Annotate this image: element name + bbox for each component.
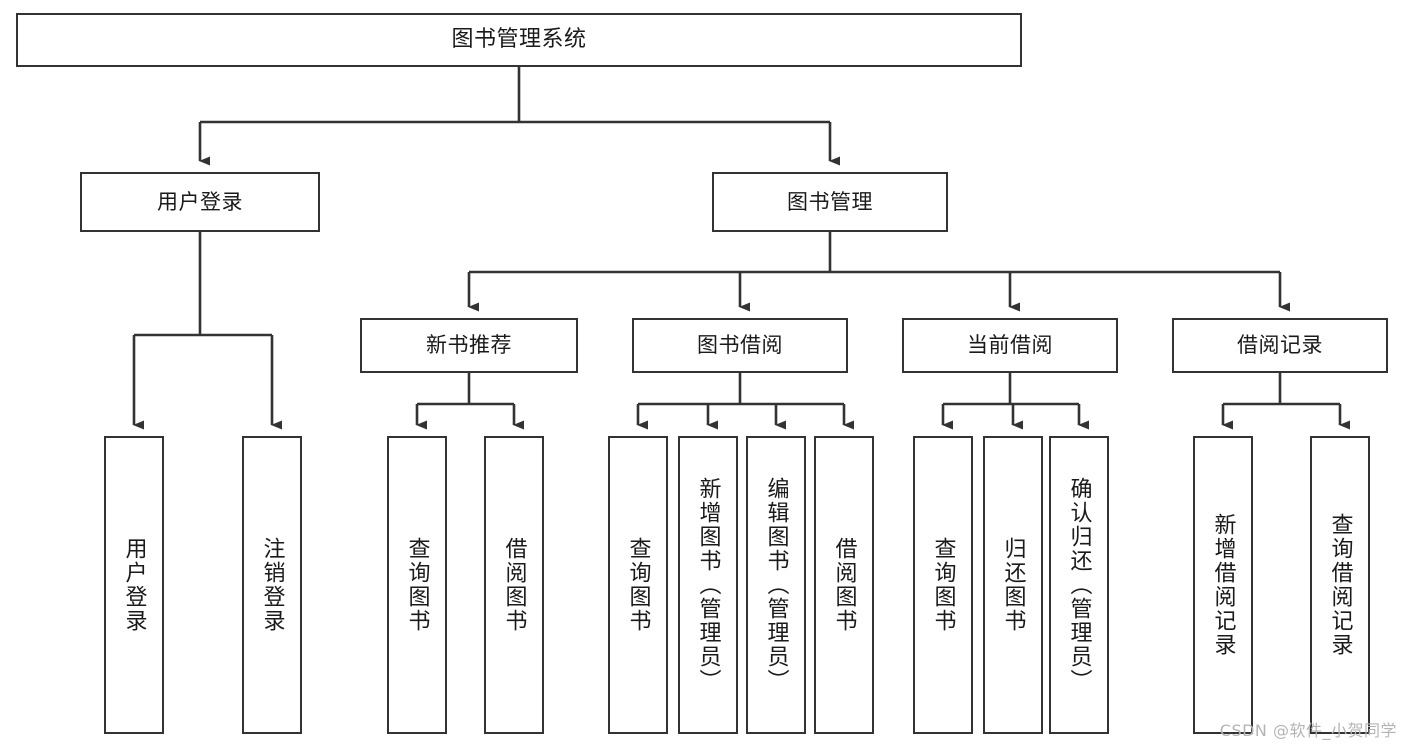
node-current-borrow[interactable]: 当前借阅 [902,318,1118,373]
leaf-add-book-admin-label: 新增图书（管理员） [695,477,721,693]
leaf-add-borrow-record-label: 新增借阅记录 [1210,513,1236,657]
leaf-query-book-current-label: 查询图书 [930,537,956,633]
leaf-user-logout-label: 注销登录 [259,537,285,633]
leaf-confirm-return-admin[interactable]: 确认归还（管理员） [1049,436,1109,734]
node-book-borrow-label: 图书借阅 [697,333,783,358]
node-root[interactable]: 图书管理系统 [16,13,1022,67]
watermark-text: CSDN @软件_小贺同学 [1219,721,1397,740]
leaf-borrow-book-label: 借阅图书 [831,537,857,633]
node-book-manage[interactable]: 图书管理 [712,172,948,232]
node-new-book-recommend-label: 新书推荐 [426,333,512,358]
node-book-borrow[interactable]: 图书借阅 [632,318,848,373]
leaf-return-book[interactable]: 归还图书 [983,436,1043,734]
leaf-borrow-book-rec[interactable]: 借阅图书 [484,436,544,734]
leaf-query-book-current[interactable]: 查询图书 [913,436,973,734]
leaf-query-book-borrow[interactable]: 查询图书 [608,436,668,734]
node-book-manage-label: 图书管理 [787,189,873,214]
leaf-query-book-rec-label: 查询图书 [404,537,430,633]
node-new-book-recommend[interactable]: 新书推荐 [360,318,578,373]
leaf-add-book-admin[interactable]: 新增图书（管理员） [678,436,738,734]
node-current-borrow-label: 当前借阅 [967,333,1053,358]
leaf-user-login[interactable]: 用户登录 [104,436,164,734]
node-borrow-record-label: 借阅记录 [1237,333,1323,358]
leaf-query-book-borrow-label: 查询图书 [625,537,651,633]
leaf-query-borrow-record[interactable]: 查询借阅记录 [1310,436,1370,734]
leaf-borrow-book[interactable]: 借阅图书 [814,436,874,734]
leaf-user-login-label: 用户登录 [121,537,147,633]
leaf-confirm-return-admin-label: 确认归还（管理员） [1066,477,1092,693]
node-borrow-record[interactable]: 借阅记录 [1172,318,1388,373]
leaf-add-borrow-record[interactable]: 新增借阅记录 [1193,436,1253,734]
leaf-return-book-label: 归还图书 [1000,537,1026,633]
leaf-query-borrow-record-label: 查询借阅记录 [1327,513,1353,657]
leaf-user-logout[interactable]: 注销登录 [242,436,302,734]
leaf-edit-book-admin-label: 编辑图书（管理员） [763,477,789,693]
node-user-login-label: 用户登录 [157,189,243,214]
leaf-edit-book-admin[interactable]: 编辑图书（管理员） [746,436,806,734]
leaf-borrow-book-rec-label: 借阅图书 [501,537,527,633]
node-user-login[interactable]: 用户登录 [80,172,320,232]
leaf-query-book-rec[interactable]: 查询图书 [387,436,447,734]
node-root-label: 图书管理系统 [451,27,587,53]
